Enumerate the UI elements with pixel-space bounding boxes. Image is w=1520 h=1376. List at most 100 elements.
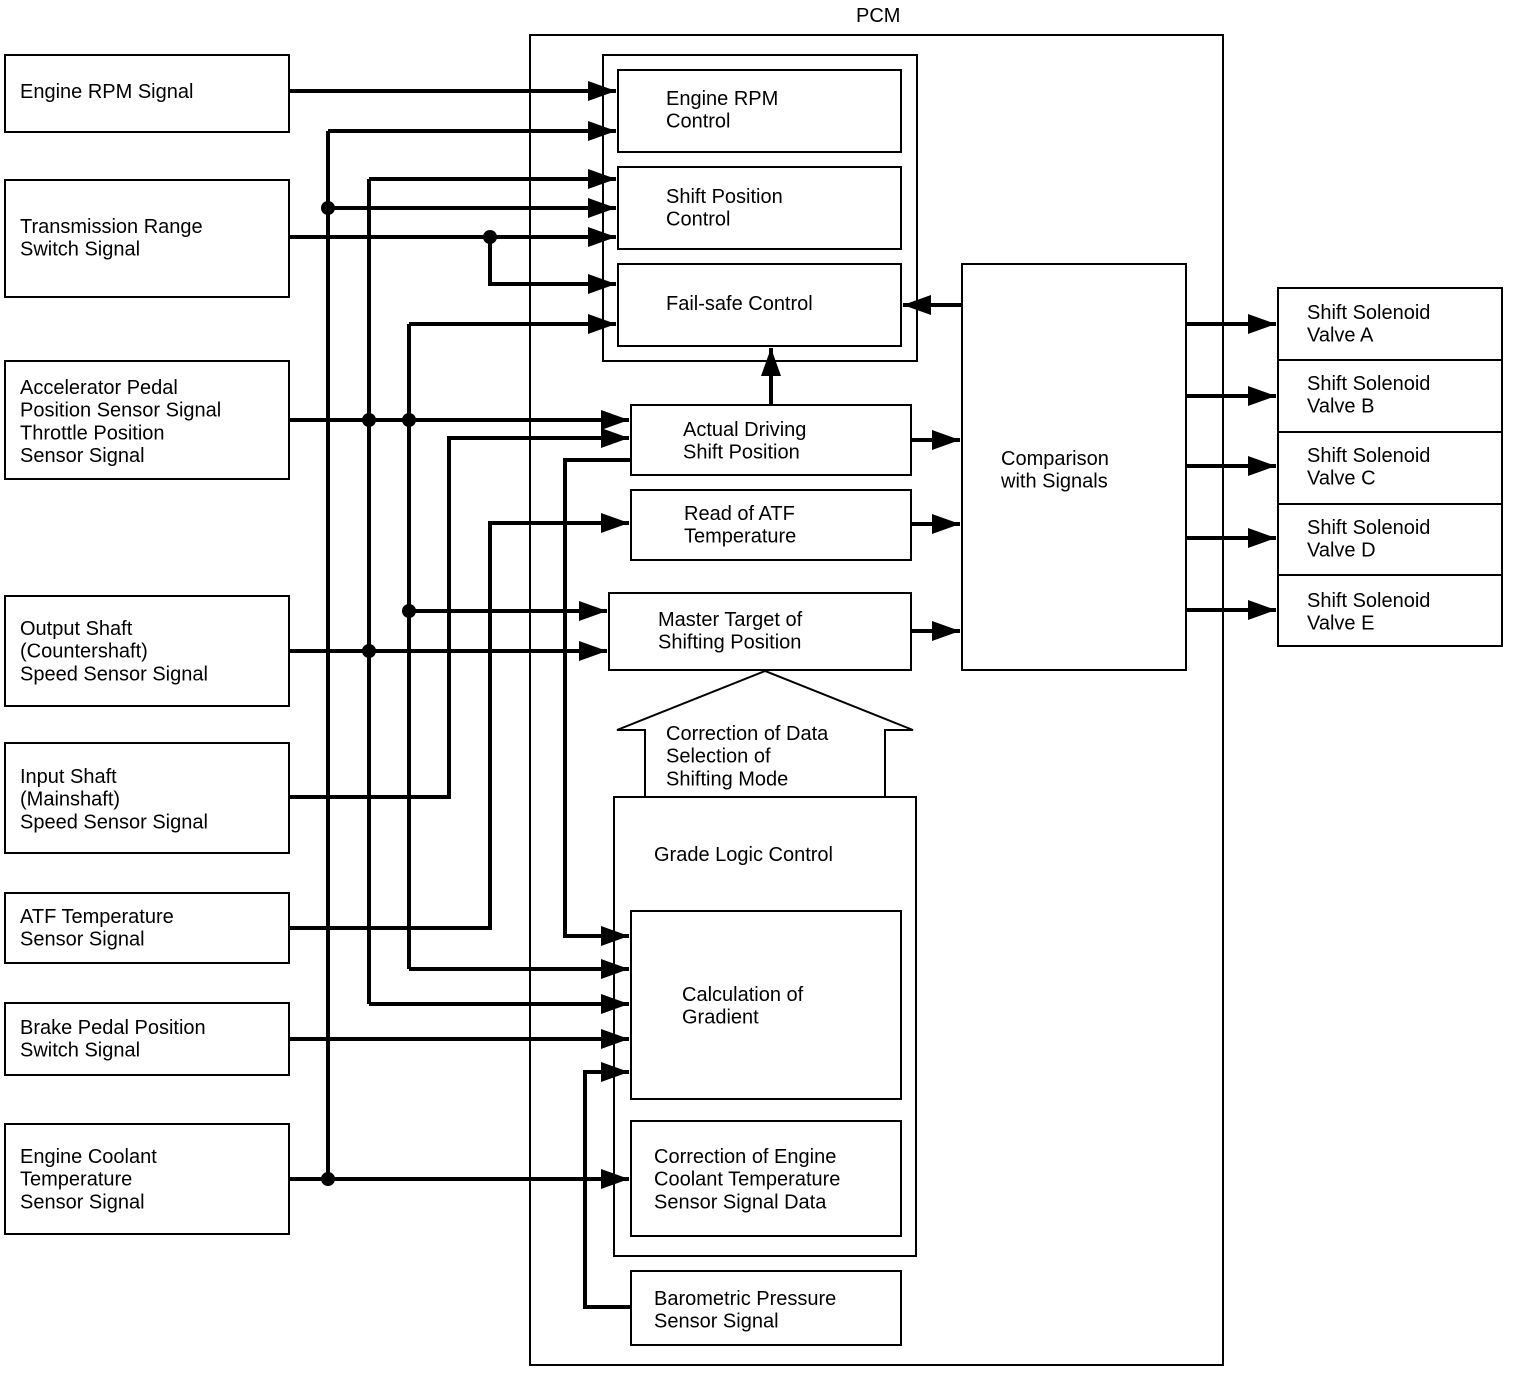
label-line: Sensor Signal Data <box>654 1191 827 1213</box>
read-atf-temperature-box <box>630 489 912 561</box>
shift-solenoid-valve-a-box <box>1277 287 1503 361</box>
wire-actual-driving-to-calc-gradient <box>563 458 631 946</box>
fail-safe-control-box <box>617 263 902 347</box>
label-line: Shift Solenoid <box>1307 302 1430 324</box>
brake-pedal-switch-box <box>4 1002 290 1076</box>
label-line: Sensor Signal <box>20 929 145 951</box>
pcm-label: PCM <box>856 5 900 27</box>
label-line: Valve D <box>1307 540 1376 562</box>
label-line: (Countershaft) <box>20 641 148 663</box>
label-line: Valve E <box>1307 613 1374 635</box>
engine-coolant-sensor-box <box>4 1123 290 1235</box>
master-target-shifting-box <box>608 592 912 671</box>
label-line: Valve A <box>1307 325 1374 347</box>
engine-rpm-control-box <box>617 69 902 153</box>
label-line: Switch Signal <box>20 1040 140 1062</box>
label-line: Shift Solenoid <box>1307 517 1430 539</box>
label-line: with Signals <box>1000 471 1108 493</box>
shift-solenoid-valve-e-box <box>1277 574 1503 647</box>
calculation-of-gradient-box <box>630 910 902 1100</box>
label-line: Master Target of <box>658 609 803 631</box>
label-line: Control <box>666 209 730 231</box>
label-line: Position Sensor Signal <box>20 400 221 422</box>
shift-position-control-box <box>617 166 902 250</box>
label-line: Input Shaft <box>20 766 117 788</box>
label-line: Sensor Signal <box>654 1311 779 1333</box>
wire-barometric-to-calc-gradient <box>583 1062 631 1309</box>
wire-trans-range-to-fail-safe <box>488 237 616 294</box>
label-line: ATF Temperature <box>20 906 174 928</box>
label-line: Shift Position <box>666 186 783 208</box>
label-line: Temperature <box>20 1169 132 1191</box>
label-line: Valve C <box>1307 468 1376 490</box>
label-line: Selection of <box>666 746 771 768</box>
fail-safe-control-label: Fail-safe Control <box>666 293 813 315</box>
grade-logic-control-label: Grade Logic Control <box>654 844 833 866</box>
label-line: Throttle Position <box>20 422 165 444</box>
label-line: Correction of Engine <box>654 1146 836 1168</box>
label-line: Switch Signal <box>20 239 140 261</box>
label-line: Shift Position <box>683 442 800 464</box>
label-line: Fail-safe Control <box>666 293 813 315</box>
label-line: Grade Logic Control <box>654 844 833 866</box>
label-line: Engine RPM <box>666 88 778 110</box>
label-line: (Mainshaft) <box>20 789 120 811</box>
label-line: Speed Sensor Signal <box>20 663 208 685</box>
label-line: Control <box>666 111 730 133</box>
label-line: Temperature <box>684 526 796 548</box>
label-line: Shift Solenoid <box>1307 373 1430 395</box>
junction-dot <box>402 413 416 427</box>
label-line: Transmission Range <box>20 216 203 238</box>
label-line: Brake Pedal Position <box>20 1017 206 1039</box>
output-shaft-sensor-label: Output Shaft(Countershaft)Speed Sensor S… <box>20 618 208 685</box>
label-line: Comparison <box>1001 448 1109 470</box>
label-line: Output Shaft <box>20 618 133 640</box>
barometric-pressure-sensor-box <box>630 1270 902 1346</box>
accelerator-pedal-sensor-box <box>4 360 290 480</box>
wire-atf-to-read-atf <box>289 513 629 930</box>
shift-solenoid-valve-d-box <box>1277 503 1503 576</box>
engine-rpm-signal-box <box>4 54 290 133</box>
shift-solenoid-valve-c-box <box>1277 431 1503 505</box>
label-line: Shifting Mode <box>666 768 788 790</box>
junction-dot <box>402 604 416 618</box>
label-line: Accelerator Pedal <box>20 377 178 399</box>
wire-coolant-bus <box>289 131 330 1181</box>
label-line: Speed Sensor Signal <box>20 811 208 833</box>
junction-dot <box>321 1172 335 1186</box>
output-shaft-sensor-box <box>4 595 290 707</box>
input-shaft-sensor-box <box>4 742 290 854</box>
junction-dot <box>362 413 376 427</box>
shift-solenoid-valve-b-box <box>1277 359 1503 433</box>
wire-input-shaft-to-actual-driving <box>289 428 629 799</box>
label-line: Sensor Signal <box>20 445 145 467</box>
transmission-range-switch-box <box>4 179 290 298</box>
correction-coolant-data-box <box>630 1120 902 1237</box>
label-line: Coolant Temperature <box>654 1169 840 1191</box>
label-line: Read of ATF <box>684 503 795 525</box>
comparison-with-signals-box <box>961 263 1187 671</box>
label-line: Shift Solenoid <box>1307 445 1430 467</box>
label-line: Sensor Signal <box>20 1191 145 1213</box>
actual-driving-shift-position-box <box>630 404 912 476</box>
junction-dot <box>483 230 497 244</box>
